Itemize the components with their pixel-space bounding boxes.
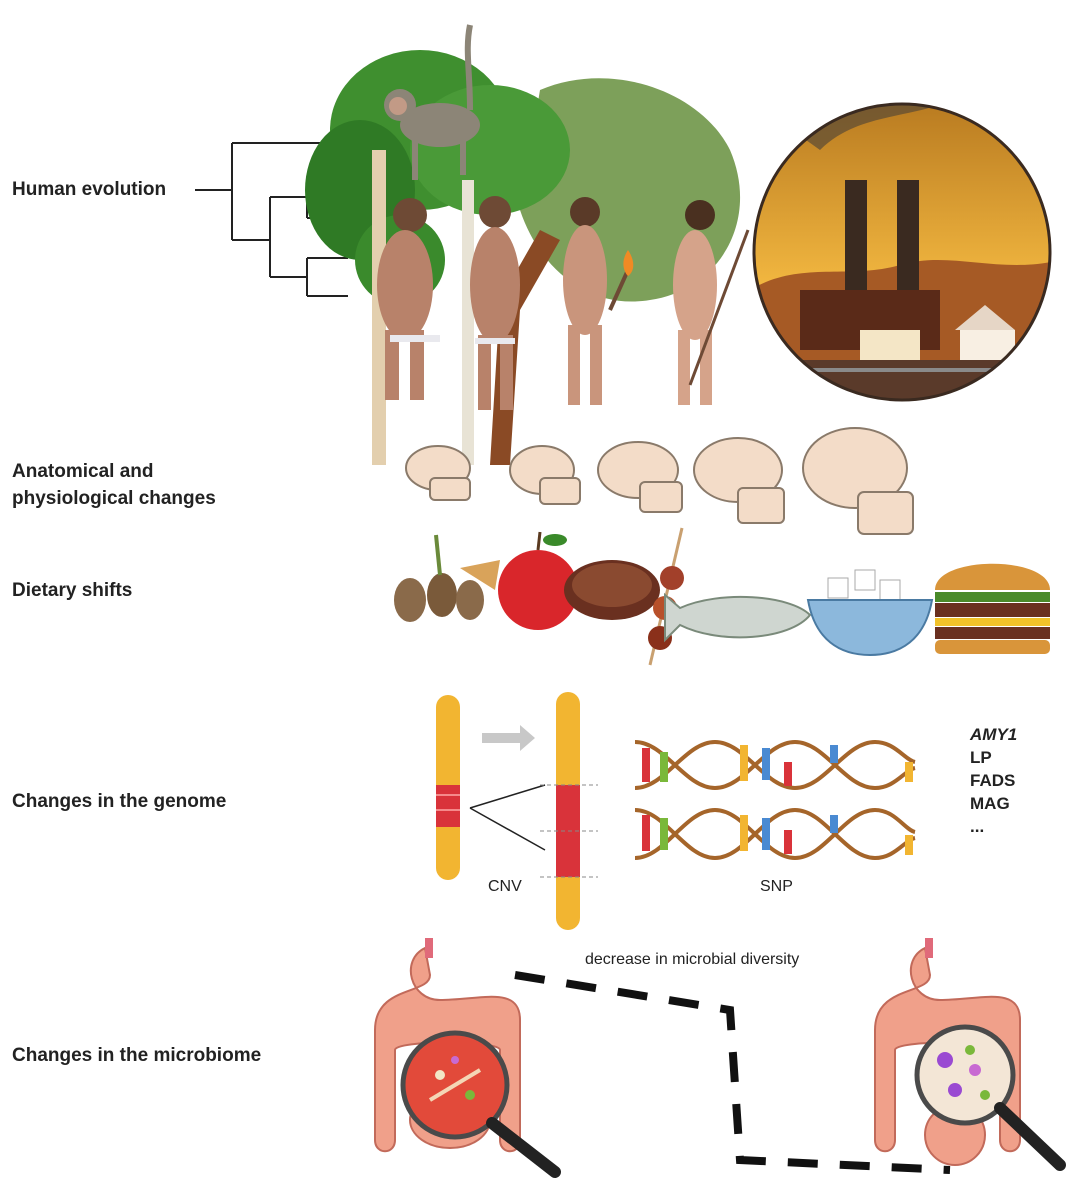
gene-item: FADS xyxy=(970,771,1016,790)
magnifier-right-icon xyxy=(914,1024,1066,1171)
label-human-evolution: Human evolution xyxy=(12,179,167,200)
hominin-2-icon xyxy=(470,196,520,410)
apple-icon xyxy=(498,531,578,630)
cnv-label: CNV xyxy=(488,878,522,895)
duplication-arrows xyxy=(469,784,546,851)
industrial-scene xyxy=(752,102,1052,402)
roots-icon xyxy=(394,534,500,622)
snp-label: SNP xyxy=(760,878,793,895)
label-genome: Changes in the genome xyxy=(12,791,227,812)
label-anatomical: Anatomical and physiological changes xyxy=(12,458,216,512)
food-series xyxy=(394,527,1050,666)
label-anatomical-line1: Anatomical and xyxy=(12,461,154,482)
arrow-right-icon xyxy=(482,725,535,751)
chromosome-duplicated xyxy=(540,692,598,930)
magnifier-left-icon xyxy=(400,1030,561,1178)
gene-item: MAG xyxy=(970,794,1010,813)
hominin-4-icon xyxy=(673,200,750,405)
steak-icon xyxy=(564,560,660,620)
label-dietary-shifts: Dietary shifts xyxy=(12,580,133,601)
hominin-figures xyxy=(377,196,750,410)
gene-item: LP xyxy=(970,748,992,767)
cnv-diagram xyxy=(436,692,598,930)
skull-5-icon xyxy=(802,427,914,535)
chromosome-original xyxy=(436,695,460,880)
hominin-1-icon xyxy=(377,198,440,400)
hominin-3-icon xyxy=(563,197,634,405)
label-anatomical-line2: physiological changes xyxy=(12,488,216,509)
fish-icon xyxy=(664,592,812,643)
monkey-icon xyxy=(384,24,480,180)
dna-base-pairs xyxy=(642,745,913,855)
sugar-bowl-icon xyxy=(806,569,934,657)
diversity-decrease-line xyxy=(514,971,951,1174)
gene-item: ... xyxy=(970,817,985,836)
skull-series xyxy=(405,427,914,535)
diversity-label: decrease in microbial diversity xyxy=(585,951,800,968)
skull-4-icon xyxy=(693,437,785,524)
burger-icon xyxy=(935,563,1050,654)
skull-3-icon xyxy=(597,441,683,513)
gene-list: AMY1 LP FADS MAG ... xyxy=(970,723,1017,838)
skull-1-icon xyxy=(405,445,471,501)
gene-item: AMY1 xyxy=(970,725,1018,744)
snp-diagram xyxy=(634,739,916,861)
skull-2-icon xyxy=(509,445,581,505)
forest-illustration xyxy=(305,50,741,465)
label-microbiome: Changes in the microbiome xyxy=(12,1045,262,1066)
